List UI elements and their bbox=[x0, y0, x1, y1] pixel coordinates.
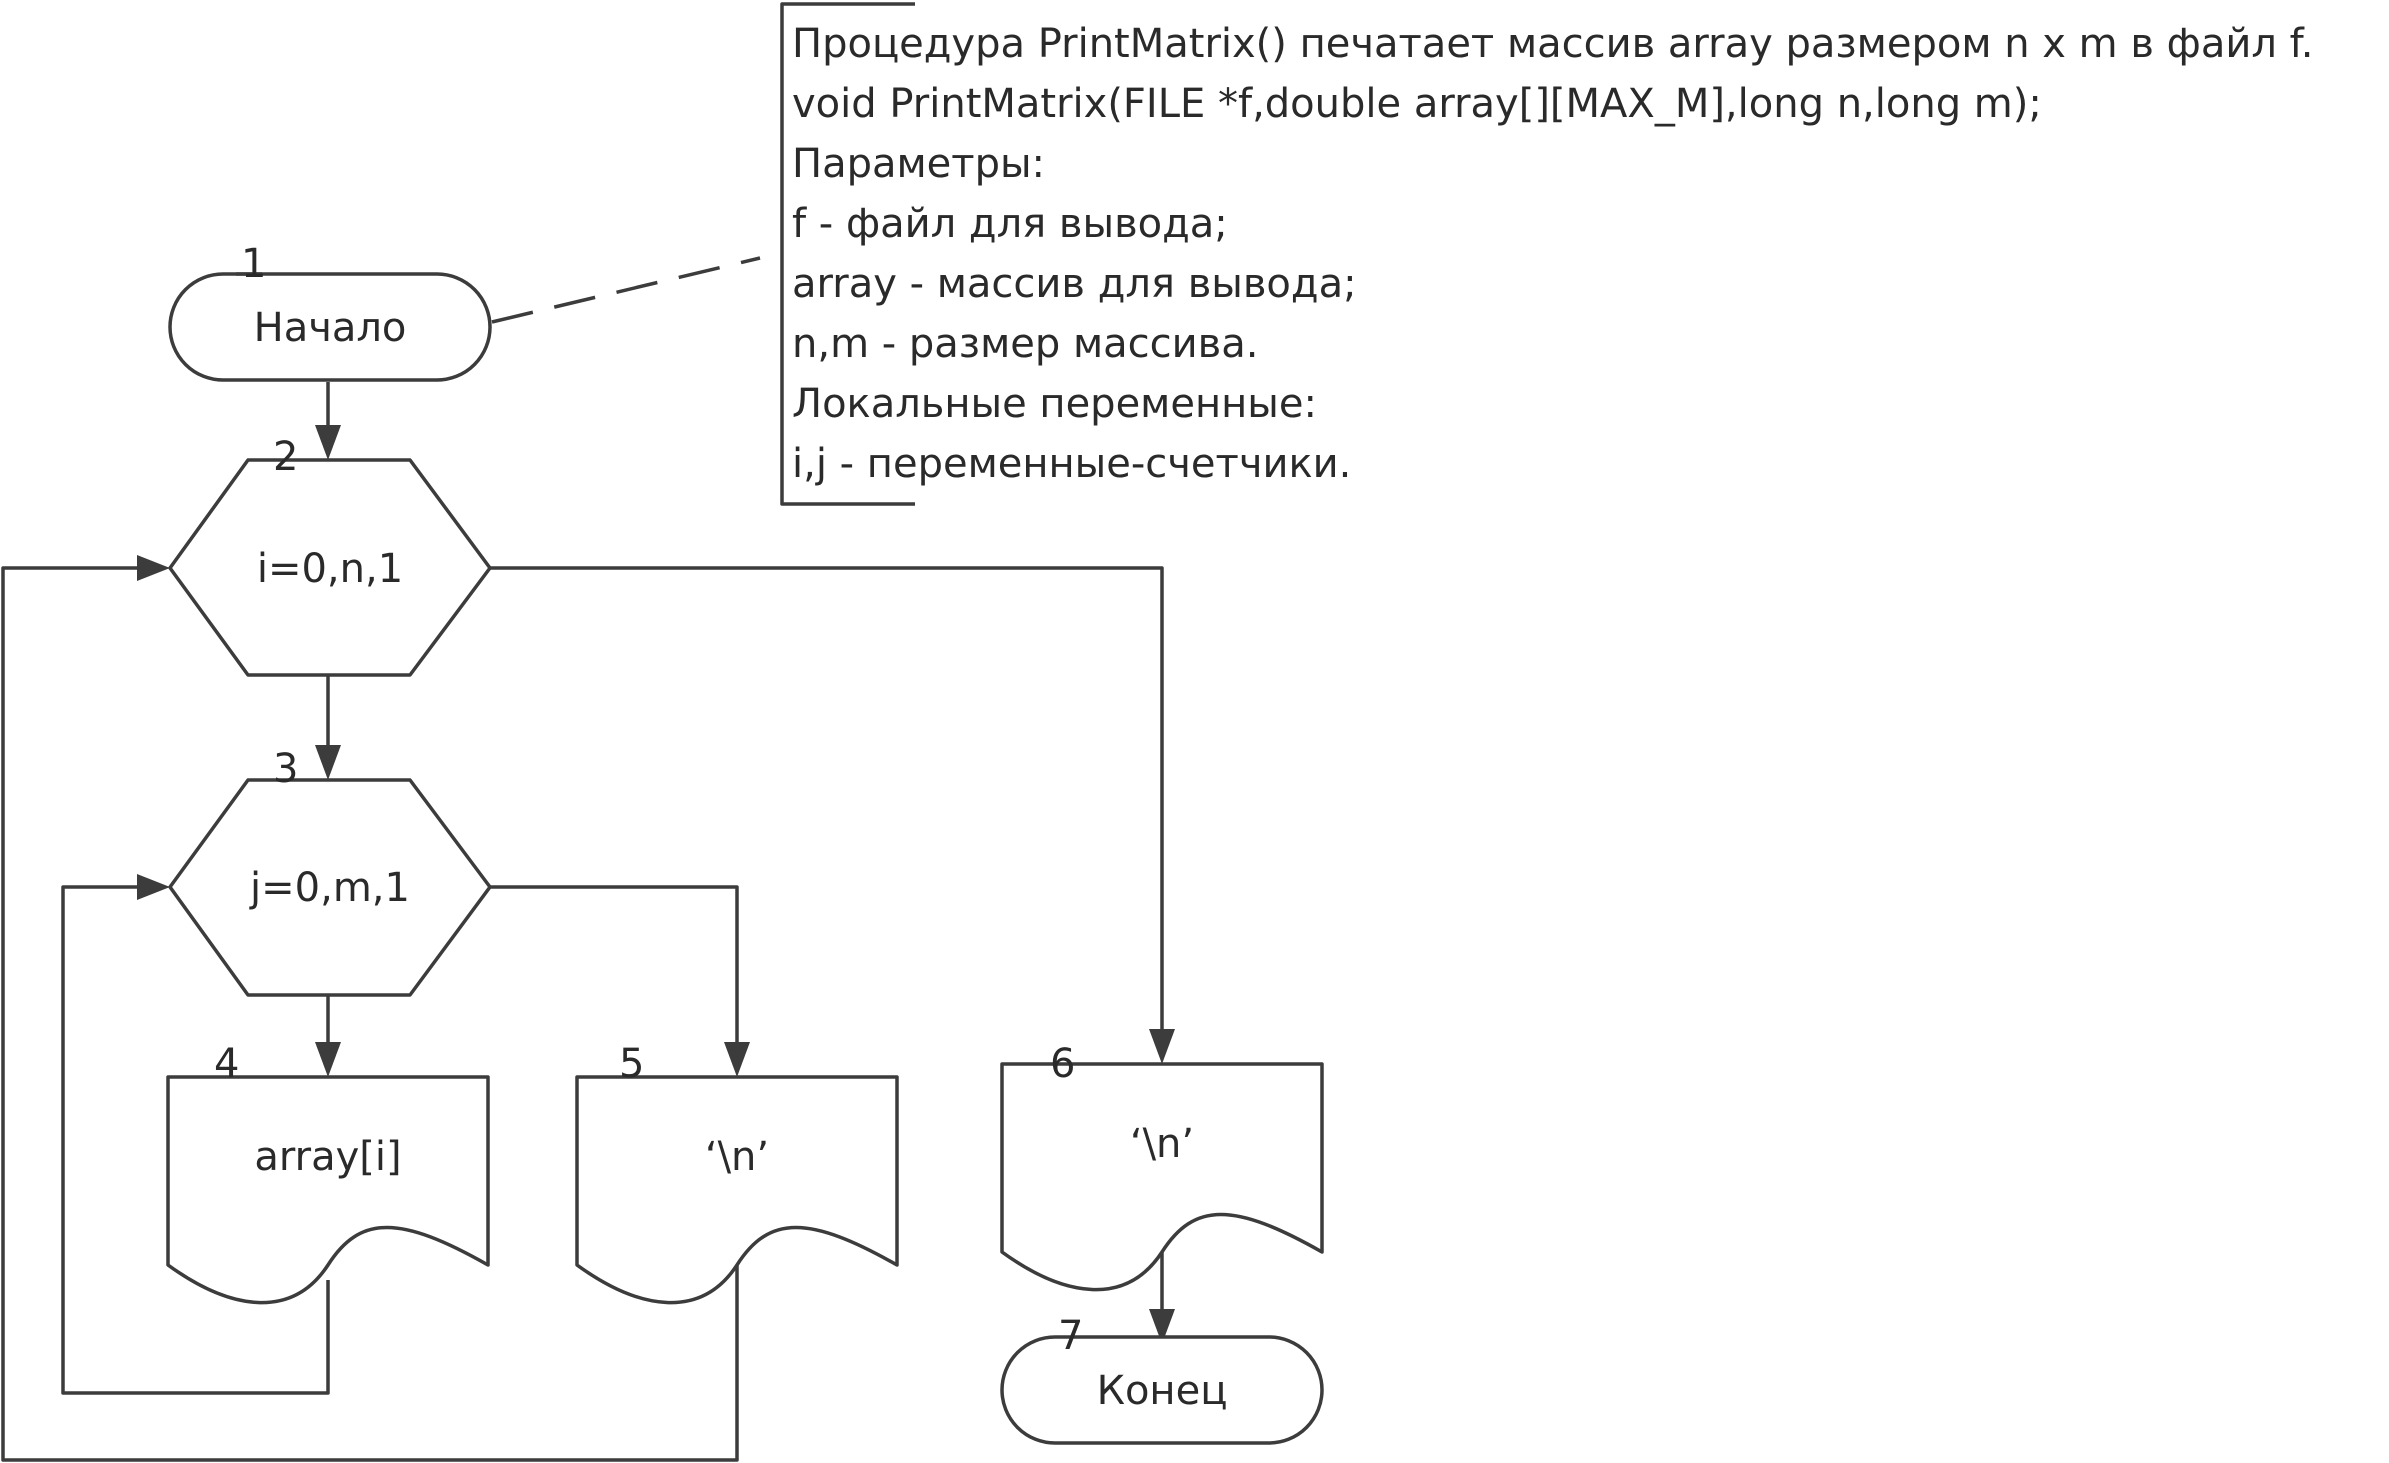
block-3-number: 3 bbox=[273, 746, 298, 792]
comment-line-3: Параметры: bbox=[792, 141, 1045, 187]
block-2-shape bbox=[168, 458, 492, 677]
block-3-shape bbox=[168, 778, 492, 997]
comment-bracket bbox=[780, 2, 915, 506]
arrowheads bbox=[137, 425, 1175, 1344]
arrowhead-3-5 bbox=[724, 1042, 750, 1077]
arrowhead-6-7 bbox=[1149, 1309, 1175, 1344]
arrowhead-2-6 bbox=[1149, 1029, 1175, 1064]
block-4-shape bbox=[166, 1075, 490, 1305]
comment: Процедура PrintMatrix() печатает массив … bbox=[491, 2, 2314, 506]
block-2-number: 2 bbox=[273, 434, 298, 480]
block-5-shape bbox=[575, 1075, 899, 1305]
comment-line-8: i,j - переменные-счетчики. bbox=[792, 441, 1351, 487]
arrowhead-2-3 bbox=[315, 745, 341, 780]
block-7-end[interactable]: Конец 7 bbox=[1000, 1313, 1324, 1445]
arrowhead-loop-2 bbox=[137, 555, 170, 581]
block-1-label: Начало bbox=[254, 305, 407, 351]
comment-line-1: Процедура PrintMatrix() печатает массив … bbox=[792, 21, 2314, 67]
block-1-number: 1 bbox=[241, 241, 266, 287]
block-6-shape bbox=[1000, 1062, 1324, 1292]
arrowhead-3-4 bbox=[315, 1042, 341, 1077]
block-6-output[interactable]: ‘\n’ 6 bbox=[1000, 1041, 1324, 1292]
block-1-shape bbox=[168, 272, 492, 382]
edge-3-5 bbox=[490, 885, 739, 1055]
block-7-shape bbox=[1000, 1335, 1324, 1445]
block-4-output[interactable]: array[i] 4 bbox=[166, 1041, 490, 1305]
block-4-number: 4 bbox=[214, 1041, 239, 1087]
block-3-label: j=0,m,1 bbox=[249, 865, 410, 911]
connectors bbox=[1, 382, 1164, 1462]
edge-4-loop-3 bbox=[61, 885, 330, 1395]
block-4-label: array[i] bbox=[254, 1134, 401, 1180]
comment-line-6: n,m - размер массива. bbox=[792, 321, 1258, 367]
comment-line-4: f - файл для вывода; bbox=[792, 201, 1228, 247]
comment-dashed-connector bbox=[491, 256, 761, 324]
arrowhead-loop-3 bbox=[137, 874, 170, 900]
block-2-label: i=0,n,1 bbox=[257, 546, 403, 592]
block-5-number: 5 bbox=[619, 1041, 644, 1087]
block-1-start[interactable]: Начало 1 bbox=[168, 241, 492, 382]
block-6-label: ‘\n’ bbox=[1130, 1121, 1194, 1167]
block-6-number: 6 bbox=[1050, 1041, 1075, 1087]
arrowhead-1-2 bbox=[315, 425, 341, 460]
block-5-label: ‘\n’ bbox=[705, 1134, 769, 1180]
edge-2-6 bbox=[490, 566, 1164, 1042]
comment-line-7: Локальные переменные: bbox=[792, 381, 1317, 427]
comment-line-2: void PrintMatrix(FILE *f,double array[][… bbox=[792, 81, 2042, 127]
block-2-loop-i[interactable]: i=0,n,1 2 bbox=[168, 434, 492, 677]
comment-line-5: array - массив для вывода; bbox=[792, 261, 1357, 307]
block-7-number: 7 bbox=[1058, 1313, 1083, 1359]
block-7-label: Конец bbox=[1097, 1368, 1228, 1414]
block-5-output[interactable]: ‘\n’ 5 bbox=[575, 1041, 899, 1305]
block-3-loop-j[interactable]: j=0,m,1 3 bbox=[168, 746, 492, 997]
edge-5-loop-2 bbox=[1, 566, 739, 1462]
